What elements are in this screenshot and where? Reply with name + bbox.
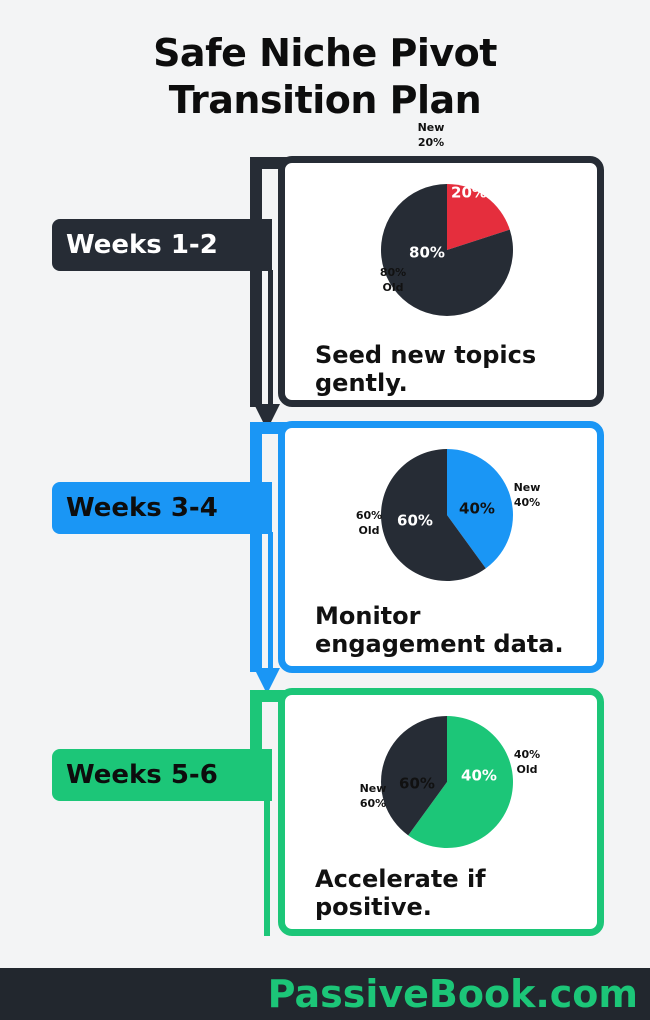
timeline-rail-dark-inner — [268, 270, 273, 410]
outer-label-new-name: New — [418, 121, 445, 134]
title-line-1: Safe Niche Pivot — [153, 31, 497, 75]
arrow-down-icon — [254, 404, 280, 430]
arrow-down-icon — [254, 668, 280, 694]
pie-slice-old — [381, 449, 486, 581]
stage-label-weeks-1-2: Weeks 1-2 — [52, 219, 272, 271]
footer-bar: PassiveBook.com — [0, 968, 650, 1020]
pie-slice-new — [447, 449, 513, 569]
timeline-rail-blue-inner — [268, 532, 273, 672]
timeline-rail-dark — [250, 157, 262, 407]
pie-slice-old — [381, 184, 513, 316]
pie-slice-label-old: 80% — [409, 244, 445, 262]
pie-chart-weeks-5-6: 60% 40% New 60% 40% Old — [360, 716, 540, 848]
outer-label-old-value: 40% — [514, 748, 540, 761]
description-line-1: Seed new topics — [315, 341, 537, 369]
pie-slice-old — [381, 716, 447, 836]
pie-slice-label-old: 40% — [461, 767, 497, 785]
outer-label-new-value: 60% — [360, 797, 386, 810]
outer-label-old-name: Old — [383, 281, 404, 294]
outer-label-old-name: Old — [359, 524, 380, 537]
pie-slice-label-new: 20% — [451, 184, 487, 202]
stage-description: Seed new topics gently. — [315, 341, 595, 397]
stage-card-weeks-3-4: 40% 60% New 40% 60% Old Monitor engagement da… — [278, 421, 604, 673]
description-line-2: engagement data. — [315, 630, 564, 658]
description-line-1: Monitor — [315, 602, 421, 630]
stage-description: Accelerate if positive. — [315, 865, 595, 921]
stage-card-weeks-5-6: 60% 40% New 60% 40% Old Accelerate if positiv… — [278, 688, 604, 936]
timeline-rail-blue — [250, 422, 262, 672]
pie-slice-label-new: 60% — [399, 775, 435, 793]
description-line-2: positive. — [315, 893, 432, 921]
description-line-2: gently. — [315, 369, 408, 397]
pie-slice-label-old: 60% — [397, 512, 433, 530]
title-line-2: Transition Plan — [168, 78, 482, 122]
pie-slice-new — [408, 716, 513, 848]
pie-slice-label-new: 40% — [459, 500, 495, 518]
outer-label-old-value: 60% — [356, 509, 382, 522]
pie-chart-weeks-3-4: 40% 60% New 40% 60% Old — [356, 449, 541, 581]
outer-label-new-name: New — [514, 481, 541, 494]
stage-card-weeks-1-2: 20% 80% New 20% 80% Old Seed new topics gentl… — [278, 121, 604, 407]
timeline-rail-green-inner — [264, 800, 270, 936]
outer-label-new-value: 40% — [514, 496, 540, 509]
outer-label-new-name: New — [360, 782, 387, 795]
outer-label-new-value: 20% — [418, 136, 444, 149]
footer-brand-link[interactable]: PassiveBook.com — [267, 972, 638, 1016]
pie-slice-new — [447, 184, 510, 250]
stage-description: Monitor engagement data. — [315, 602, 595, 658]
stage-label-weeks-3-4: Weeks 3-4 — [52, 482, 272, 534]
stage-label-weeks-5-6: Weeks 5-6 — [52, 749, 272, 801]
description-line-1: Accelerate if — [315, 865, 486, 893]
page-title: Safe Niche Pivot Transition Plan — [0, 30, 650, 124]
outer-label-old-name: Old — [517, 763, 538, 776]
outer-label-old-value: 80% — [380, 266, 406, 279]
pie-chart-weeks-1-2: 20% 80% New 20% 80% Old — [380, 121, 513, 316]
